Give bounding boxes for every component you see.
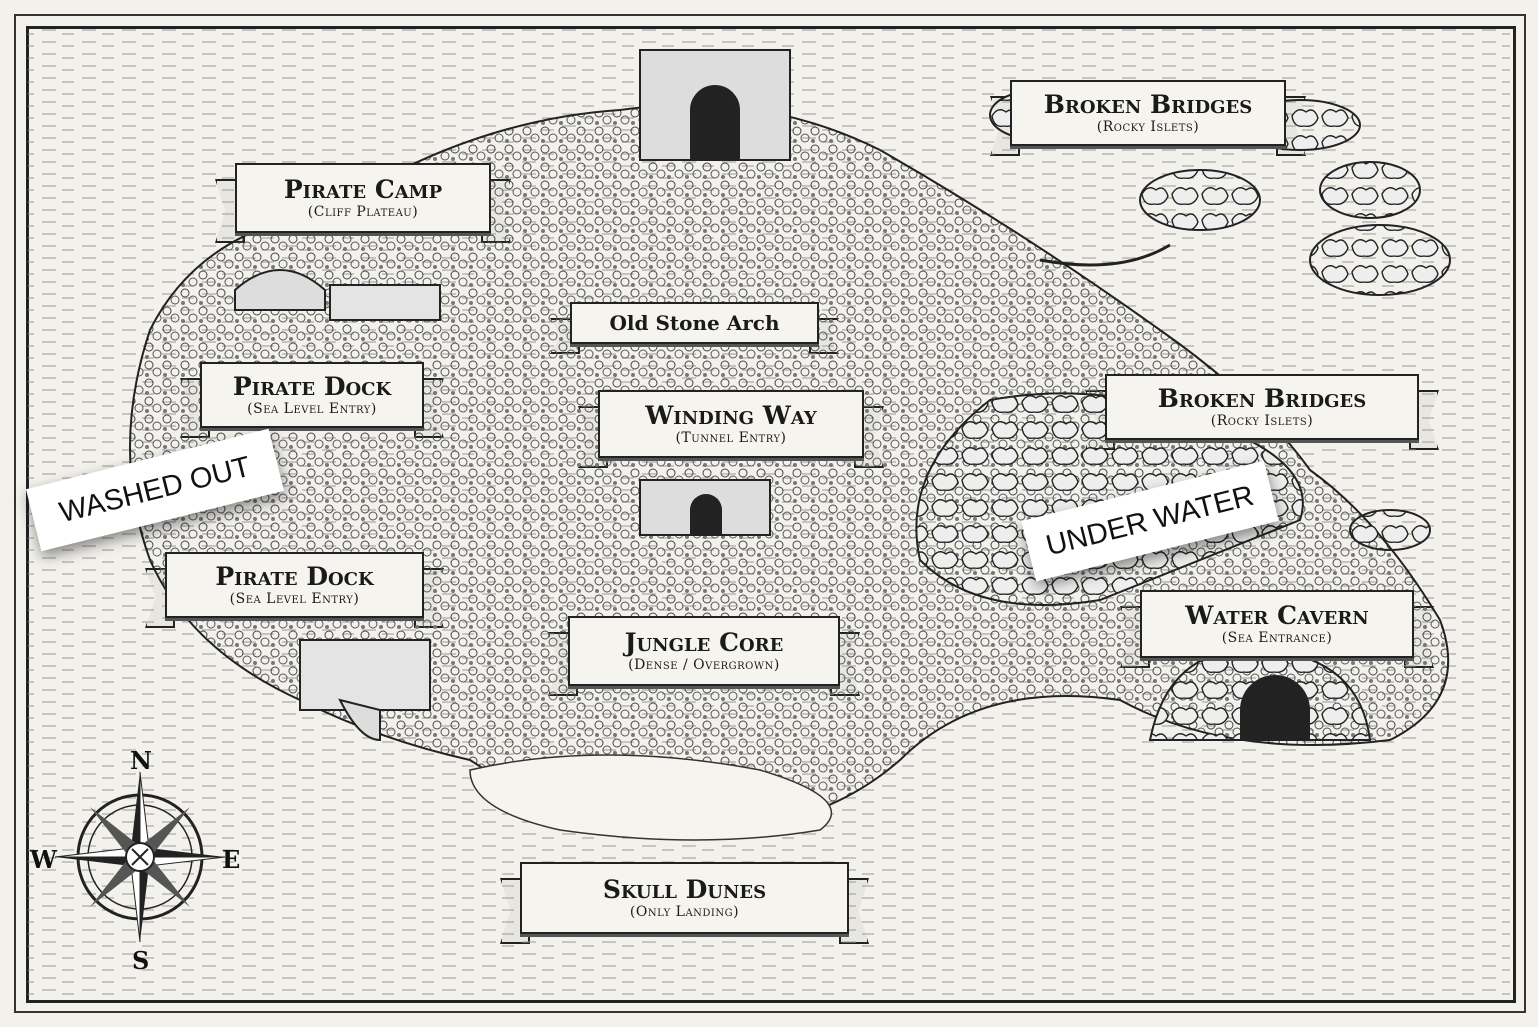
- compass-rose-icon: [54, 771, 226, 943]
- label-subtitle: (Rocky Islets): [1096, 118, 1200, 135]
- compass-west-label: W: [30, 845, 57, 874]
- label-title: Pirate Dock: [215, 562, 374, 592]
- map-outer-border: [14, 14, 1526, 1013]
- label-title: Old Stone Arch: [609, 311, 780, 335]
- label-title: Winding Way: [645, 401, 817, 431]
- compass-south-label: S: [132, 946, 150, 975]
- label-subtitle: (Rocky Islets): [1210, 412, 1314, 429]
- label-title: Broken Bridges: [1157, 384, 1367, 414]
- label-water-cavern[interactable]: Water Cavern (Sea Entrance): [1140, 590, 1414, 658]
- label-subtitle: (Sea Level Entry): [229, 590, 360, 607]
- label-title: Broken Bridges: [1043, 90, 1253, 120]
- label-title: Pirate Camp: [283, 175, 443, 205]
- compass-north-label: N: [130, 746, 152, 775]
- label-jungle-core[interactable]: Jungle Core (Dense / Overgrown): [568, 616, 840, 686]
- label-winding-way[interactable]: Winding Way (Tunnel Entry): [598, 390, 864, 458]
- skull-dunes-beach: [469, 754, 832, 841]
- label-pirate-dock-upper[interactable]: Pirate Dock (Sea Level Entry): [200, 362, 424, 428]
- label-subtitle: (Cliff Plateau): [307, 203, 419, 220]
- label-subtitle: (Sea Entrance): [1221, 629, 1333, 646]
- label-title: Skull Dunes: [602, 875, 767, 905]
- label-pirate-dock-lower[interactable]: Pirate Dock (Sea Level Entry): [165, 552, 424, 618]
- label-subtitle: (Only Landing): [629, 903, 740, 920]
- label-pirate-camp[interactable]: Pirate Camp (Cliff Plateau): [235, 163, 491, 233]
- pirate-camp-buildings: [234, 269, 441, 321]
- stone-arch-ruin: [639, 49, 791, 161]
- water-cavern-entrance: [1148, 648, 1372, 741]
- label-subtitle: (Dense / Overgrown): [628, 656, 780, 673]
- dock-structure: [299, 639, 431, 742]
- label-title: Jungle Core: [624, 628, 784, 658]
- label-broken-bridges-top[interactable]: Broken Bridges (Rocky Islets): [1010, 80, 1286, 146]
- label-old-stone-arch[interactable]: Old Stone Arch: [570, 302, 819, 344]
- compass-east-label: E: [222, 845, 241, 874]
- label-subtitle: (Sea Level Entry): [247, 400, 377, 417]
- label-skull-dunes[interactable]: Skull Dunes (Only Landing): [520, 862, 849, 934]
- tunnel-entrance: [639, 479, 771, 536]
- map-inner-border: [26, 26, 1516, 1003]
- label-title: Pirate Dock: [232, 372, 392, 402]
- rope-bridge: [1039, 243, 1171, 267]
- label-broken-bridges-right[interactable]: Broken Bridges (Rocky Islets): [1105, 374, 1419, 440]
- label-title: Water Cavern: [1185, 601, 1369, 631]
- label-subtitle: (Tunnel Entry): [675, 429, 787, 446]
